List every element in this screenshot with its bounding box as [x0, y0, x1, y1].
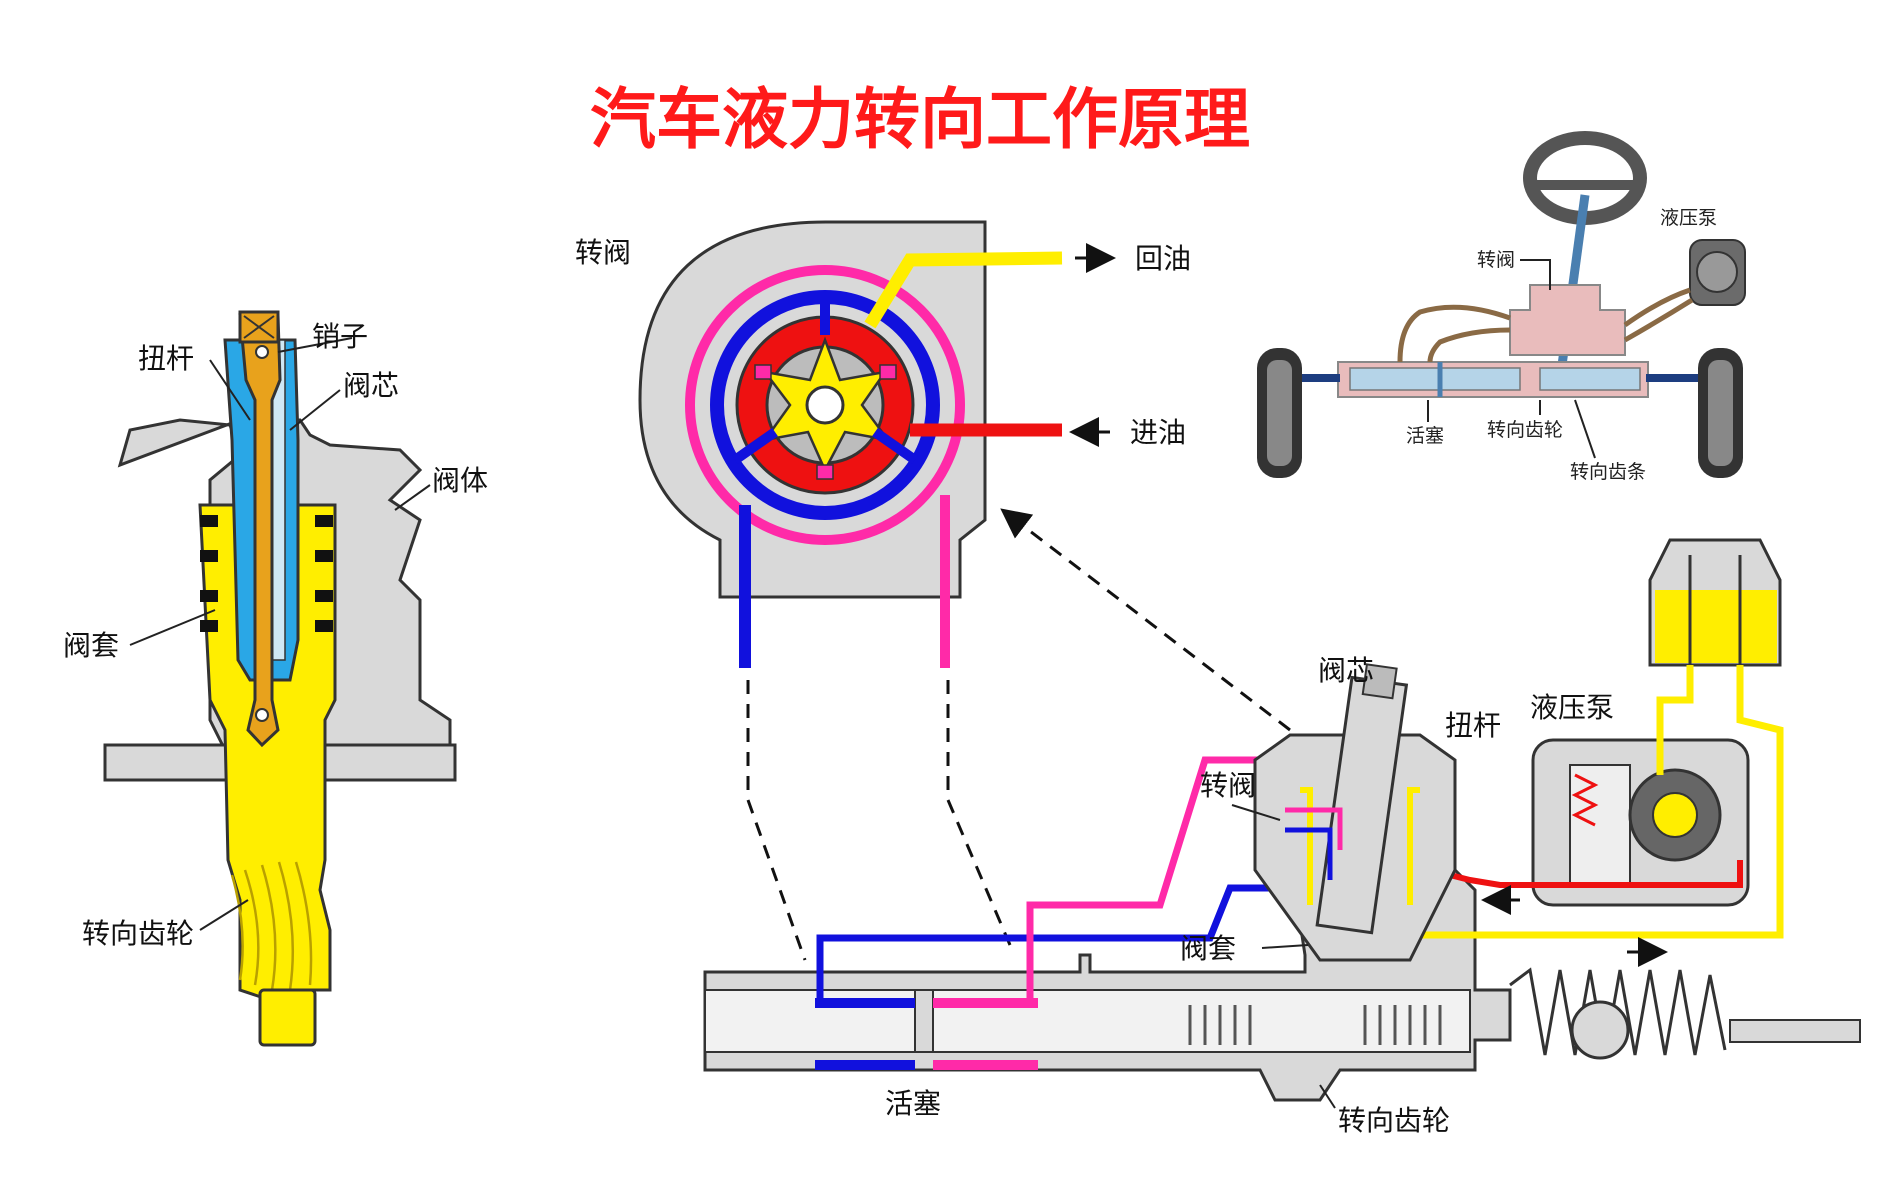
label-torsion-bar: 扭杆 — [138, 342, 194, 375]
label-rack-valve-sleeve: 阀套 — [1180, 932, 1236, 965]
label-return: 回油 — [1135, 242, 1191, 275]
inset-hoses — [1397, 287, 1694, 363]
label-steering-gear: 转向齿轮 — [82, 917, 194, 950]
dashed-connector-valve — [1000, 508, 1291, 732]
label-rack-torsion-bar: 扭杆 — [1445, 709, 1501, 742]
relief-valve-spring — [1571, 773, 1599, 827]
inset-label-piston: 活塞 — [1406, 425, 1444, 447]
label-rack-rotary-valve: 转阀 — [1200, 769, 1256, 802]
chamber-blue-bottom — [815, 1060, 915, 1070]
rack-teeth — [1188, 1005, 1442, 1045]
rack-bellows — [1509, 967, 1727, 1056]
magenta-ports — [754, 364, 897, 480]
label-rotary-valve-title: 转阀 — [575, 236, 631, 269]
pin — [255, 345, 269, 359]
ring-blue — [710, 290, 940, 520]
label-rack-valve-core: 阀芯 — [1318, 654, 1374, 687]
inset-valve-box — [1509, 284, 1626, 356]
label-valve-body: 阀体 — [432, 464, 488, 497]
gear-shaft-tip — [258, 988, 317, 1047]
dashed-connector-right — [946, 680, 1012, 946]
pipe-magenta — [1026, 756, 1320, 998]
outer-ring-magenta — [685, 265, 965, 545]
label-valve-sleeve: 阀套 — [63, 629, 119, 662]
chamber-magenta-top — [933, 998, 1038, 1008]
rotary-valve-section: 转阀 — [575, 220, 1291, 961]
label-valve-core: 阀芯 — [343, 369, 399, 402]
chamber-magenta-bottom — [933, 1060, 1038, 1070]
piston — [914, 989, 934, 1053]
label-pin: 销子 — [312, 320, 368, 353]
steering-gear-teeth — [230, 861, 313, 991]
label-rack-piston: 活塞 — [885, 1087, 941, 1120]
label-inlet: 进油 — [1130, 416, 1186, 449]
pipe-blue — [816, 884, 1280, 998]
inset-label-pinion: 转向齿轮 — [1487, 419, 1563, 441]
left-valve-cutaway: 销子 扭杆 阀芯 阀体 阀套 转向齿轮 — [63, 310, 488, 1047]
center-bore — [805, 385, 845, 425]
overview-inset: 液压泵 转阀 活塞 转向齿轮 转向齿条 — [1257, 131, 1746, 483]
dashed-connector-left — [746, 680, 807, 961]
return-line-yellow — [864, 251, 1063, 329]
sleeve-seal-bands — [200, 515, 333, 632]
inset-label-rack: 转向齿条 — [1570, 461, 1646, 483]
blue-spokes — [732, 298, 918, 465]
inset-label-rotary-valve: 转阀 — [1477, 249, 1515, 271]
label-rack-pinion: 转向齿轮 — [1338, 1104, 1450, 1137]
pipe-yellow-return — [1420, 665, 1784, 939]
tie-rod-end — [1729, 1019, 1861, 1043]
chamber-blue-top — [815, 998, 915, 1008]
torsion-bar-orange — [238, 313, 282, 748]
label-rack-pump: 液压泵 — [1530, 691, 1614, 724]
page-title: 汽车液力转向工作原理 — [590, 81, 1250, 158]
pipe-yellow-supply — [1656, 665, 1694, 775]
rack-pinion-assembly: 阀芯 扭杆 液压泵 转阀 阀套 活塞 转向齿轮 — [703, 538, 1861, 1137]
inset-label-pump: 液压泵 — [1660, 207, 1717, 229]
